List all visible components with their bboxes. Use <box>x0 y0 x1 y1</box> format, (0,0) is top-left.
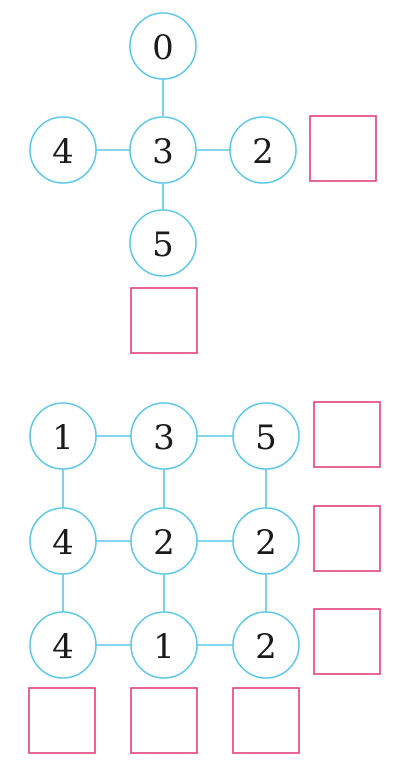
cross-node-center-value: 3 <box>152 132 174 172</box>
grid-node-r1-c2: 3 <box>130 402 198 470</box>
cross-node-left-value: 4 <box>52 132 74 172</box>
grid-row-2-answer-box[interactable] <box>313 505 381 572</box>
grid-column-1-answer-box[interactable] <box>28 687 96 754</box>
grid-column-2-answer-box[interactable] <box>130 687 198 754</box>
grid-node-r3-c3: 2 <box>232 611 300 679</box>
cross-row-answer-box[interactable] <box>309 115 377 182</box>
grid-row-1-answer-box[interactable] <box>313 401 381 468</box>
cross-node-left: 4 <box>29 116 97 184</box>
cross-node-top-value: 0 <box>152 28 174 68</box>
cross-node-bottom-value: 5 <box>152 225 174 265</box>
grid-node-value: 1 <box>52 418 74 458</box>
grid-node-value: 3 <box>153 418 175 458</box>
grid-node-value: 2 <box>255 523 277 563</box>
grid-row-3-answer-box[interactable] <box>313 608 381 675</box>
cross-node-center: 3 <box>129 116 197 184</box>
grid-node-r1-c3: 5 <box>232 402 300 470</box>
grid-node-r3-c1: 4 <box>29 611 97 679</box>
cross-node-bottom: 5 <box>129 209 197 277</box>
grid-node-value: 2 <box>255 627 277 667</box>
grid-node-r1-c1: 1 <box>29 402 97 470</box>
cross-column-answer-box[interactable] <box>130 287 198 354</box>
cross-node-right: 2 <box>229 116 297 184</box>
grid-node-r2-c2: 2 <box>130 507 198 575</box>
cross-node-right-value: 2 <box>252 132 274 172</box>
grid-column-3-answer-box[interactable] <box>232 687 300 754</box>
cross-puzzle: 0 4 3 2 5 <box>29 12 377 354</box>
cross-node-top: 0 <box>129 12 197 80</box>
grid-node-value: 5 <box>255 418 277 458</box>
grid-node-value: 4 <box>52 627 74 667</box>
grid-node-r2-c3: 2 <box>232 507 300 575</box>
grid-node-r2-c1: 4 <box>29 507 97 575</box>
grid-node-value: 4 <box>52 523 74 563</box>
grid-node-value: 1 <box>153 627 175 667</box>
grid-node-r3-c2: 1 <box>130 611 198 679</box>
grid-puzzle: 1 3 5 4 2 2 4 1 <box>28 401 381 754</box>
grid-node-value: 2 <box>153 523 175 563</box>
